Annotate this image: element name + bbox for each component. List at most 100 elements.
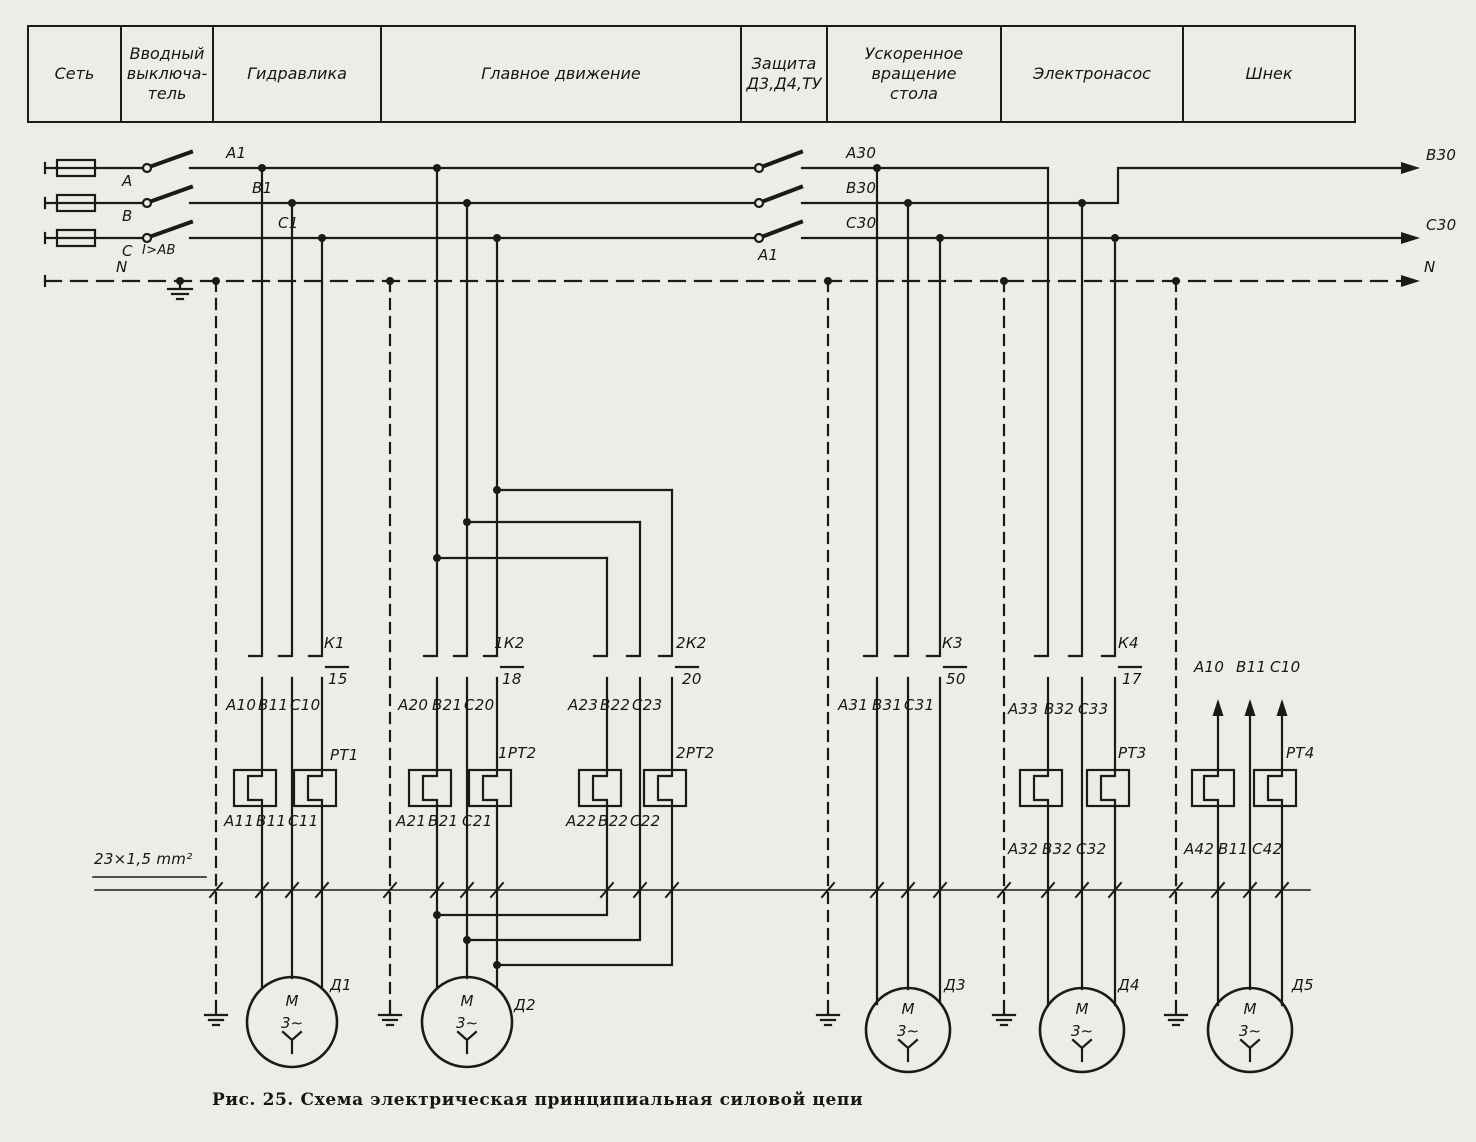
arrow-n <box>1401 275 1420 287</box>
protection-device-label: А1 <box>758 246 779 264</box>
cable-section-note: 23×1,5 mm² <box>94 850 193 868</box>
phase-a-letter: А <box>122 172 133 190</box>
wire-label-a23: А23 <box>568 696 599 714</box>
main-drive-circuit-1 <box>407 166 674 990</box>
wire-label-c31: С31 <box>904 696 935 714</box>
wire-label-c33: С33 <box>1078 700 1109 718</box>
wire-label-a31: А31 <box>838 696 869 714</box>
motor-d2-letter: М <box>460 992 474 1010</box>
wire-label-a30: А30 <box>846 144 877 162</box>
contactor-2k2-terminal: 20 <box>682 670 702 688</box>
motor-d2 <box>420 975 514 1069</box>
wire-label-c30: С30 <box>846 214 877 232</box>
wire-label-c23: С23 <box>632 696 663 714</box>
feed-label-a10: А10 <box>1194 658 1225 676</box>
pump-circuit <box>1018 166 1143 1008</box>
motor-d3 <box>864 986 952 1074</box>
wire-label-a10: А10 <box>226 696 257 714</box>
header-cell-protection: Защита Д3,Д4,ТУ <box>742 27 828 121</box>
wire-label-b32-low: В32 <box>1042 840 1073 858</box>
motor-d5-letter: М <box>1243 1000 1257 1018</box>
motors <box>245 975 1294 1074</box>
arrow-b30 <box>1401 162 1420 174</box>
relay-rt3-label: РТ3 <box>1118 744 1147 762</box>
wire-label-c20: С20 <box>464 696 495 714</box>
motor-d1-winding: 3∼ <box>280 1014 304 1032</box>
motor-d1-label: Д1 <box>330 976 352 994</box>
thermal-relay-2rt2-c <box>642 768 688 808</box>
header-cell-network: Сеть <box>29 27 122 121</box>
feed-label-c10: С10 <box>1270 658 1301 676</box>
fuse-b <box>55 193 97 213</box>
contactor-k3-label: К3 <box>942 634 963 652</box>
motor-d2-winding: 3∼ <box>455 1014 479 1032</box>
cable-marker <box>92 876 1311 899</box>
motor-d5-winding: 3∼ <box>1238 1022 1262 1040</box>
wire-label-b30: В30 <box>846 179 877 197</box>
arrow-c30 <box>1401 232 1420 244</box>
breaker-current-label: I>АВ <box>142 243 176 258</box>
phase-a-line <box>43 161 1050 175</box>
motor-d3-winding: 3∼ <box>896 1022 920 1040</box>
contactor-k4-label: К4 <box>1118 634 1139 652</box>
phase-c-line <box>43 231 1404 245</box>
protection-breaker <box>753 149 804 244</box>
bus-lines <box>43 161 1404 288</box>
wire-label-b22: В22 <box>600 696 631 714</box>
header-cell-main-switch: Вводный выключа- тель <box>122 27 214 121</box>
outgoing-arrowheads <box>1401 162 1420 287</box>
header-cell-hydraulics: Гидравлика <box>214 27 382 121</box>
wire-label-c21: С21 <box>462 812 493 830</box>
header-cell-table-rotation: Ускоренное вращение стола <box>828 27 1002 121</box>
wire-label-a42: А42 <box>1184 840 1215 858</box>
wire-label-b21-low: В21 <box>428 812 459 830</box>
thermal-relay-1rt2-a <box>407 768 453 808</box>
wire-label-b11: В11 <box>258 696 289 714</box>
wire-label-b1: В1 <box>252 179 273 197</box>
motor-d2-label: Д2 <box>514 996 536 1014</box>
table-rotation-circuit <box>862 166 968 1006</box>
wire-label-b21: В21 <box>432 696 463 714</box>
relay-2rt2-label: 2РТ2 <box>676 744 715 762</box>
motor-d3-label: Д3 <box>944 976 966 994</box>
wire-label-c22: С22 <box>630 812 661 830</box>
thermal-relay-rt1-c <box>292 768 338 808</box>
motor-d1 <box>245 975 339 1069</box>
fuse-a <box>55 158 97 178</box>
motor-d4-letter: М <box>1075 1000 1089 1018</box>
hydraulics-circuit <box>232 166 350 990</box>
main-breaker <box>141 149 194 301</box>
wire-label-c32: С32 <box>1076 840 1107 858</box>
contactor-1k2-label: 1К2 <box>494 634 525 652</box>
phase-b-line <box>43 166 1404 210</box>
wire-label-c1: С1 <box>278 214 299 232</box>
wire-label-b31: В31 <box>872 696 903 714</box>
arrow-label-n: N <box>1424 258 1436 276</box>
figure-caption: Рис. 25. Схема электрическая принципиаль… <box>212 1090 864 1110</box>
feed-arrows-up <box>1212 699 1288 716</box>
main-drive-circuit-2 <box>435 488 700 967</box>
phase-c-letter: С <box>122 242 133 260</box>
fuse-c <box>55 228 97 248</box>
wire-label-a33: А33 <box>1008 700 1039 718</box>
auger-circuit <box>1190 699 1298 1007</box>
header-cell-auger: Шнек <box>1245 64 1293 83</box>
thermal-relay-rt3-c <box>1085 768 1131 808</box>
ground-symbols-motors <box>203 1006 1189 1027</box>
wire-label-a1: А1 <box>226 144 247 162</box>
contactor-2k2-label: 2К2 <box>676 634 707 652</box>
arrow-label-c30: С30 <box>1426 216 1457 234</box>
relay-1rt2-label: 1РТ2 <box>498 744 537 762</box>
thermal-relay-2rt2-a <box>577 768 623 808</box>
junction-dots <box>176 164 1180 969</box>
wire-label-b11-low: В11 <box>256 812 287 830</box>
contactor-k1-label: К1 <box>324 634 345 652</box>
motor-d4-label: Д4 <box>1118 976 1140 994</box>
breaker-blades <box>149 149 194 239</box>
wire-label-c10: С10 <box>290 696 321 714</box>
header-cell-main-drive: Главное движение <box>382 27 742 121</box>
contactor-k3-terminal: 50 <box>946 670 966 688</box>
phase-b-letter: В <box>122 207 133 225</box>
wire-label-c11: С11 <box>288 812 319 830</box>
